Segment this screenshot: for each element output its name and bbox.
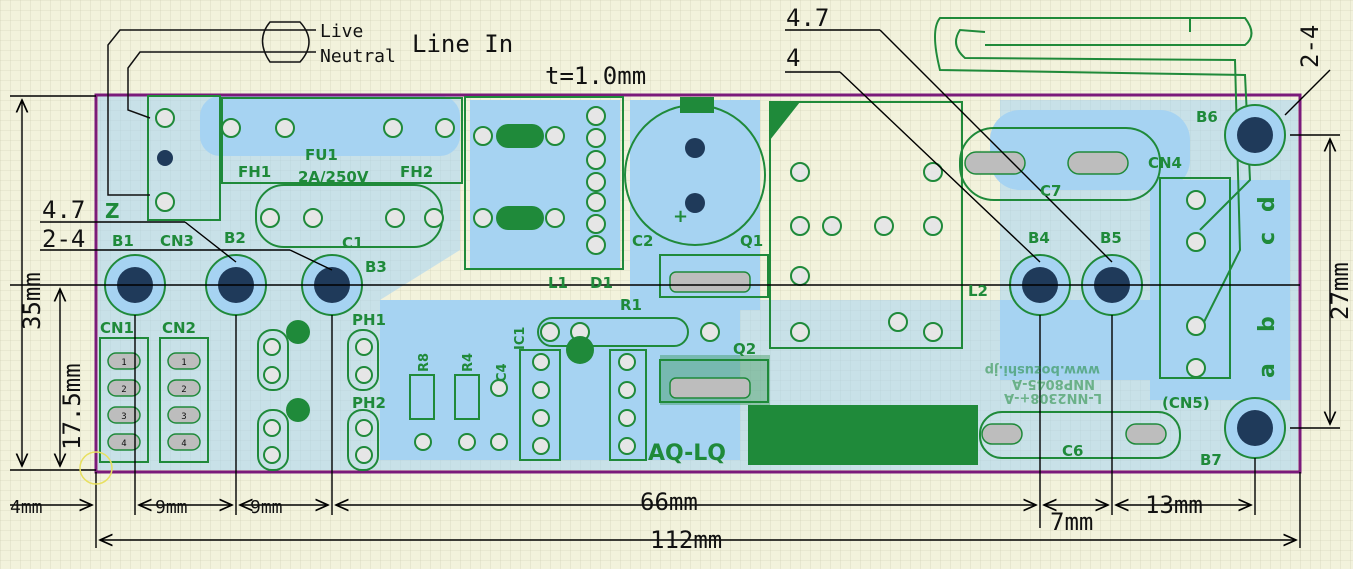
top-right-wire-loop [934,17,1253,331]
svg-text:3: 3 [181,412,186,422]
silk-side-c: c [1255,232,1280,245]
origin-marker [79,451,113,485]
annotations: Live Neutral Line In t=1.0mm 4.7 4 4.7 2… [42,4,1324,253]
svg-text:3: 3 [121,412,126,422]
dim-35mm: 35mm [18,272,46,330]
silk-b2: B2 [224,229,246,247]
silk-cn3: CN3 [160,232,194,250]
svg-text:2: 2 [121,385,126,395]
silk-r4: R4 [461,353,476,372]
silk-b5: B5 [1100,229,1122,247]
silk-side-a: a [1255,363,1280,378]
ic1-marker [566,336,594,364]
silk-cn2: CN2 [162,319,196,337]
silk-b4: B4 [1028,229,1050,247]
lead-4-right-label: 4 [786,44,800,72]
silk-fh2: FH2 [400,163,433,181]
silkscreen-labels: FH1 FU1 FH2 2A/250V C1 C2 Q1 Q2 L1 D1 L2… [100,108,1280,469]
component-pads [155,106,1206,464]
silk-ph2: PH2 [352,394,386,412]
dim-27mm: 27mm [1326,262,1353,320]
board-outline [94,93,1302,474]
ph1-marker [286,320,310,344]
thickness-label: t=1.0mm [545,62,646,90]
silk-b6: B6 [1196,108,1218,126]
silk-c1: C1 [342,234,363,252]
dimension-labels: 35mm 17.5mm 27mm 4mm 9mm 9mm 66mm 7mm 13… [10,262,1353,554]
silk-ic1: IC1 [513,327,528,350]
ph2-marker [286,398,310,422]
silk-b3: B3 [365,258,387,276]
silk-cn4: CN4 [1148,154,1182,172]
dim-66mm: 66mm [640,488,698,516]
dim-9mm-b: 9mm [250,497,283,518]
svg-text:4: 4 [121,439,126,449]
dim-4mm: 4mm [10,497,43,518]
silk-l2: L2 [968,282,988,300]
dim-17-5mm: 17.5mm [58,363,86,450]
lead-4-7-right-label: 4.7 [786,4,829,32]
silk-q2: Q2 [733,340,756,358]
silk-web: www.bozushi.jp [985,362,1100,377]
silk-c2: C2 [632,232,653,250]
dim-112mm: 112mm [650,526,722,554]
silk-q1: Q1 [740,232,763,250]
silk-cn1: CN1 [100,319,134,337]
silk-side-b: b [1255,316,1280,332]
l2-corner-mark [770,102,800,140]
live-label: Live [320,21,363,42]
dimension-lines [10,29,1340,548]
silk-cn5: (CN5) [1162,394,1210,412]
silk-aq-lq: AQ-LQ [648,441,726,466]
svg-text:4: 4 [181,439,186,449]
silk-b1: B1 [112,232,134,250]
silk-ph1: PH1 [352,311,386,329]
silkscreen-outlines [99,95,1231,471]
silk-z-mark: Z [105,199,120,223]
silk-c4: C4 [495,363,510,382]
silk-model2: L-NN2308+-A [1004,390,1102,405]
silk-fuse-rating: 2A/250V [298,168,369,186]
svg-text:1: 1 [181,358,186,368]
lead-2-4-left-label: 2-4 [42,225,85,253]
silk-plus: + [673,206,688,227]
header-pads [107,151,1167,451]
live-neutral-wires [107,21,316,196]
silk-c7: C7 [1040,182,1061,200]
dim-9mm-a: 9mm [155,497,188,518]
silk-d1: D1 [590,274,613,292]
silk-l1: L1 [548,274,568,292]
silk-fh1: FH1 [238,163,271,181]
inductor-l1-cores [496,124,544,230]
svg-text:2: 2 [181,385,186,395]
silk-b7: B7 [1200,451,1222,469]
silk-side-d: d [1255,196,1280,212]
silk-model1: NNP8045-A [1012,376,1095,391]
lead-4-7-left-label: 4.7 [42,196,85,224]
pin-number-labels: 1 2 3 4 1 2 3 4 [121,358,186,449]
svg-text:1: 1 [121,358,126,368]
silk-c6: C6 [1062,442,1083,460]
ground-plane-block [748,405,978,465]
dim-7mm: 7mm [1050,508,1093,536]
line-in-label: Line In [412,30,513,58]
neutral-label: Neutral [320,46,396,67]
silk-r1: R1 [620,296,642,314]
silk-fu1: FU1 [305,146,338,164]
dim-13mm: 13mm [1145,491,1203,519]
silk-r8: R8 [417,353,432,372]
lead-2-4-right-label: 2-4 [1296,25,1324,68]
c2-polarity-tab [680,97,714,113]
